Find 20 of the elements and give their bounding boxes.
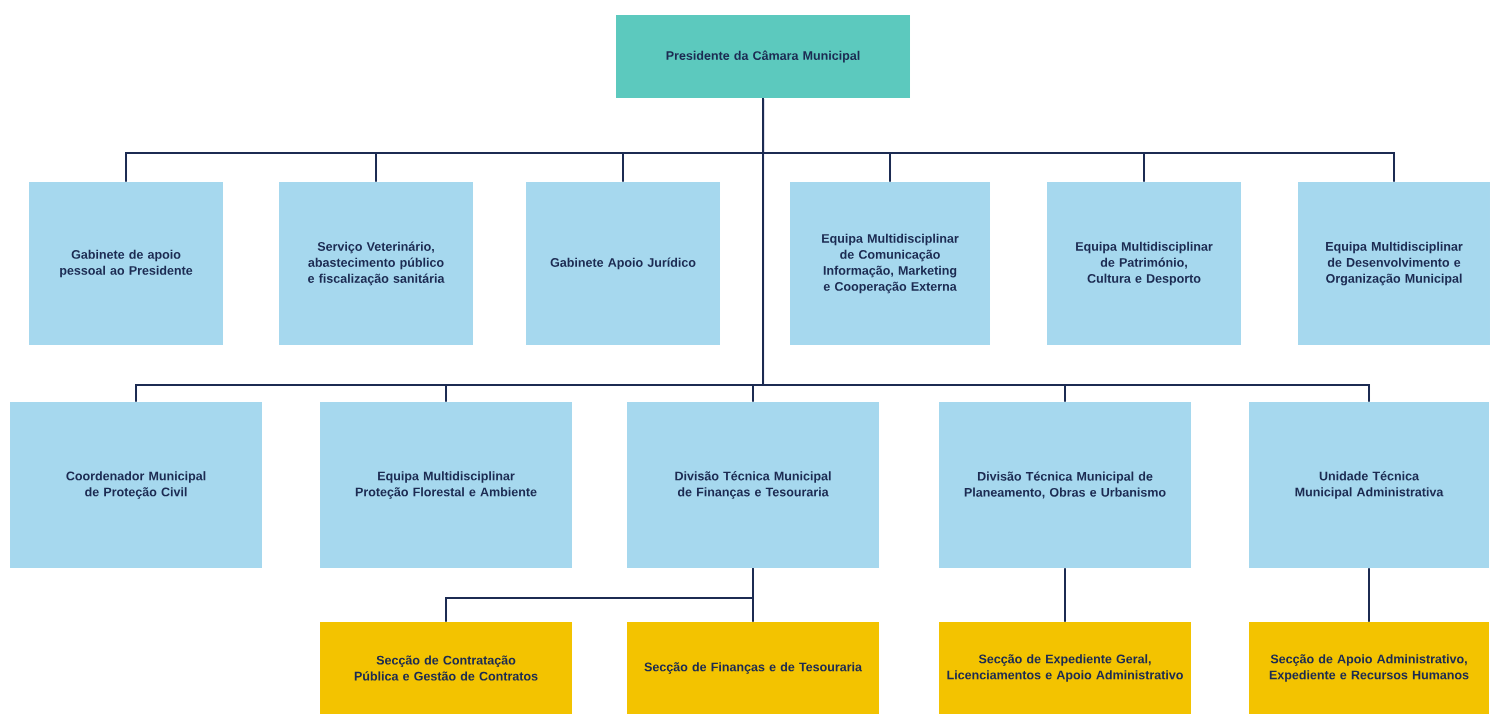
section-box: Secção de Contratação Pública e Gestão de Contratos (320, 622, 572, 714)
unit-box: Gabinete Apoio Jurídico (526, 182, 720, 345)
unit-box: Equipa Multidisciplinar de Património, Cultura e Desporto (1047, 182, 1241, 345)
section-box: Secção de Finanças e de Tesouraria (627, 622, 879, 714)
unit-box: Divisão Técnica Municipal de Planeamento, Obras e Urbanismo (939, 402, 1191, 568)
section-box: Secção de Expediente Geral, Licenciamentos e Apoio Administrativo (939, 622, 1191, 714)
unit-box: Divisão Técnica Municipal de Finanças e Tesouraria (627, 402, 879, 568)
unit-box: Equipa Multidisciplinar Proteção Florestal e Ambiente (320, 402, 572, 568)
unit-box: Equipa Multidisciplinar de Comunicação Informação, Marketing e Cooperação Externa (790, 182, 990, 345)
connector-line (1368, 567, 1370, 623)
section-box: Secção de Apoio Administrativo, Expediente e Recursos Humanos (1249, 622, 1489, 714)
unit-box: Serviço Veterinário, abastecimento público e fiscalização sanitária (279, 182, 473, 345)
connector-line (752, 567, 754, 623)
unit-box: Coordenador Municipal de Proteção Civil (10, 402, 262, 568)
unit-box: Gabinete de apoio pessoal ao Presidente (29, 182, 223, 345)
unit-box: Unidade Técnica Municipal Administrativa (1249, 402, 1489, 568)
connector-line (762, 97, 1370, 403)
connector-line (1064, 567, 1066, 623)
unit-box: Equipa Multidisciplinar de Desenvolvimento e Organização Municipal (1298, 182, 1490, 345)
title-box: Presidente da Câmara Municipal (616, 15, 910, 98)
